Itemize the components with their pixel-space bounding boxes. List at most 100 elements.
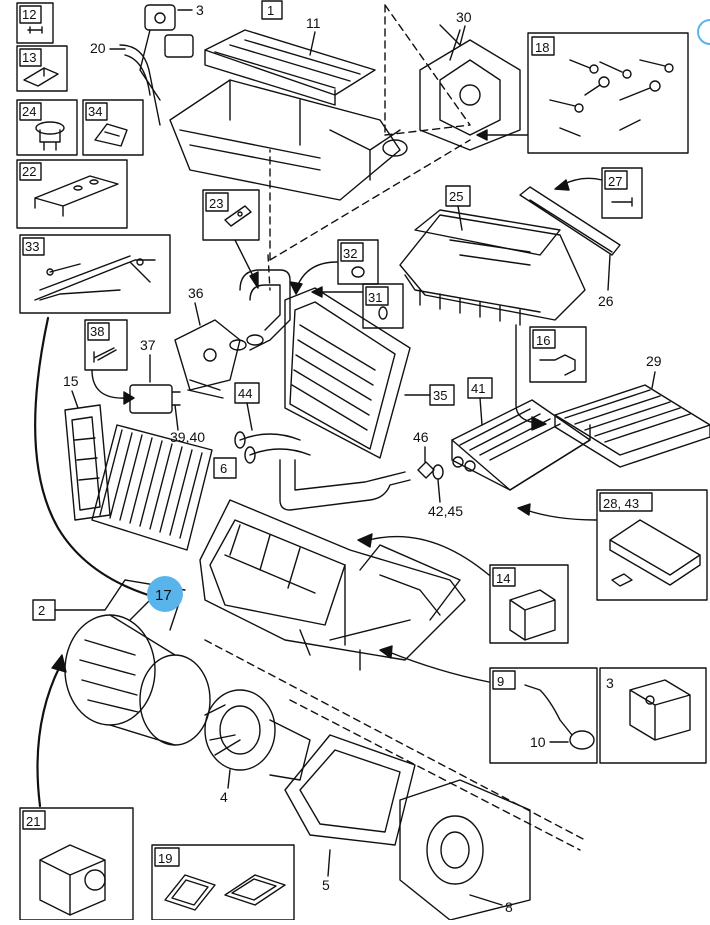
part-housing-11[interactable] [169, 29, 408, 201]
callout-23: 23 [209, 196, 223, 211]
box-callout-25[interactable]: 25 [445, 185, 471, 207]
arrow-21-to-blower [36, 664, 62, 808]
leader-8 [469, 894, 503, 906]
leader-29 [651, 371, 656, 389]
inset-actuator-3[interactable]: 3 [599, 667, 707, 764]
callout-41: 41 [471, 381, 485, 396]
part-pipes-44[interactable] [234, 431, 411, 511]
arrow-27-to-26 [561, 177, 603, 186]
callout-20: 20 [90, 40, 106, 56]
inset-linkage-33[interactable]: 33 [19, 234, 171, 314]
callout-2: 2 [38, 603, 45, 618]
highlight-marker-17[interactable]: 17 [147, 576, 183, 612]
callout-34: 34 [88, 104, 102, 119]
inset-gaskets-19[interactable]: 19 [151, 844, 295, 921]
callout-2843: 28, 43 [603, 496, 639, 511]
callout-4: 4 [220, 789, 228, 805]
box-callout-1[interactable]: 1 [261, 0, 283, 20]
arrowhead-2843 [517, 503, 531, 516]
inset-bracket-2843[interactable]: 28, 43 [596, 489, 708, 601]
callout-25: 25 [449, 189, 463, 204]
leader-41 [479, 397, 483, 426]
inset-bolt-38[interactable]: 38 [84, 319, 128, 371]
inset-oring-32[interactable]: 32 [337, 239, 379, 285]
part-fan-4[interactable] [204, 689, 311, 781]
part-frame-15[interactable] [64, 404, 111, 521]
callout-9: 9 [497, 674, 504, 689]
callout-14: 14 [496, 571, 510, 586]
part-grid-29[interactable] [554, 384, 710, 468]
inset-pins-18[interactable]: 18 [527, 32, 689, 154]
inset-actuator-14[interactable]: 14 [489, 564, 569, 644]
arrow-2843-to-41 [525, 509, 597, 521]
part-filter-6[interactable] [91, 424, 213, 551]
leader-25 [457, 205, 463, 231]
part-oring-42[interactable] [432, 464, 444, 480]
callout-1: 1 [267, 3, 274, 18]
box-callout-41[interactable]: 41 [467, 377, 493, 399]
part-housing-25[interactable] [399, 209, 586, 326]
box-callout-6[interactable]: 6 [213, 457, 237, 479]
leader-5 [327, 849, 331, 877]
inset-sensor-16[interactable]: 16 [529, 326, 587, 383]
callout-11: 11 [306, 15, 321, 31]
arrowhead-27 [554, 179, 570, 191]
callout-24: 24 [22, 104, 36, 119]
part-evaporator-41[interactable] [451, 399, 591, 491]
box-callout-2[interactable]: 2 [32, 599, 56, 621]
callout-15: 15 [63, 373, 79, 389]
inset-bracket-22[interactable]: 22 [16, 159, 128, 229]
arrowhead-21 [51, 654, 67, 673]
inset-screw-27[interactable]: 27 [601, 167, 643, 219]
inset-oring-31[interactable]: 31 [362, 283, 404, 329]
callout-6: 6 [220, 461, 227, 476]
callout-37: 37 [140, 337, 156, 353]
arrowhead-38 [123, 391, 135, 405]
part-plate-36[interactable] [174, 319, 241, 399]
arrowhead-16 [531, 416, 547, 431]
inset-cable-9[interactable]: 9 10 [489, 667, 598, 764]
inset-screw-12[interactable]: 12 [16, 2, 54, 44]
part-case[interactable] [199, 499, 466, 671]
callout-32: 32 [343, 246, 357, 261]
callout-46: 46 [413, 429, 429, 445]
callout-3940: 39,40 [170, 429, 205, 445]
part-clip-46[interactable] [417, 461, 435, 479]
callout-22: 22 [22, 164, 36, 179]
part-blower-housing-2[interactable] [64, 589, 211, 746]
callout-21: 21 [26, 814, 40, 829]
arrow-38-to-37 [91, 369, 128, 399]
part-duct-frame-5[interactable] [284, 734, 416, 846]
leader-15 [71, 390, 79, 409]
callout-31: 31 [368, 290, 382, 305]
arrowhead-32 [289, 281, 303, 295]
arrowhead-23 [249, 271, 259, 289]
part-inlet-8[interactable] [399, 779, 531, 921]
dashed-outline-upper [269, 4, 471, 261]
callout-13: 13 [22, 50, 36, 65]
callout-12: 12 [22, 7, 36, 22]
dash-connector [267, 254, 271, 291]
inset-bracket-23[interactable]: 23 [202, 189, 260, 241]
callout-19: 19 [158, 851, 172, 866]
inset-clip-24[interactable]: 24 [16, 99, 78, 156]
callout-8: 8 [505, 899, 513, 915]
part-pipes-36[interactable] [229, 269, 291, 351]
part-strip-26[interactable] [519, 186, 621, 256]
inset-clip-34[interactable]: 34 [82, 99, 144, 156]
callout-3b: 3 [606, 675, 614, 691]
part-heater-core-35[interactable] [284, 287, 411, 459]
inset-motor-21[interactable]: 21 [19, 807, 134, 921]
leader-4 [227, 769, 231, 789]
part-module-30[interactable] [419, 24, 521, 151]
inset-clip-13[interactable]: 13 [16, 45, 68, 92]
callout-30: 30 [456, 9, 472, 25]
part-actuator-37[interactable] [129, 384, 181, 414]
arrowhead-18 [476, 129, 488, 141]
callout-29: 29 [646, 353, 662, 369]
leader-36 [194, 302, 201, 326]
box-callout-44[interactable]: 44 [234, 382, 260, 404]
callout-38: 38 [90, 324, 104, 339]
box-callout-35[interactable]: 35 [429, 384, 455, 406]
